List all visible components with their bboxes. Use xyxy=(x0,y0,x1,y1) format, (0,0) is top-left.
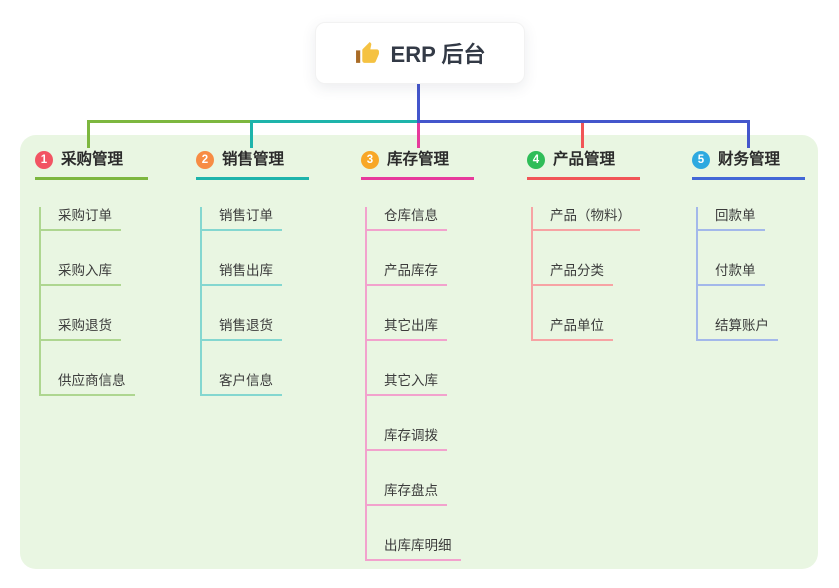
branch-column-1: 1 采购管理采购订单采购入库采购退货供应商信息 xyxy=(35,148,205,396)
child-node[interactable]: 产品单位 xyxy=(533,317,613,341)
branch-label: 财务管理 xyxy=(718,151,781,168)
branch-header[interactable]: 2 销售管理 xyxy=(196,148,309,180)
branch-label: 产品管理 xyxy=(553,151,616,168)
branch-label: 销售管理 xyxy=(222,151,285,168)
branch-number-badge: 3 xyxy=(361,151,379,169)
branch-number-badge: 1 xyxy=(35,151,53,169)
child-node[interactable]: 客户信息 xyxy=(202,372,282,396)
root-label: ERP 后台 xyxy=(390,42,486,67)
child-node[interactable]: 其它入库 xyxy=(367,372,447,396)
branch-drop-line xyxy=(747,120,750,148)
branch-children: 回款单付款单结算账户 xyxy=(696,207,839,341)
child-node[interactable]: 采购退货 xyxy=(41,317,121,341)
child-node[interactable]: 产品分类 xyxy=(533,262,613,286)
branch-children: 销售订单销售出库销售退货客户信息 xyxy=(200,207,366,396)
branch-horizontal-line xyxy=(417,120,750,123)
branch-label: 采购管理 xyxy=(61,151,124,168)
branch-column-5: 5 财务管理回款单付款单结算账户 xyxy=(692,148,839,341)
mindmap-panel xyxy=(20,135,818,569)
branch-drop-line xyxy=(581,123,584,148)
branch-horizontal-line xyxy=(252,120,417,123)
branch-header[interactable]: 1 采购管理 xyxy=(35,148,148,180)
thumbs-up-icon xyxy=(355,41,380,66)
child-node[interactable]: 出库库明细 xyxy=(367,537,461,561)
child-node[interactable]: 供应商信息 xyxy=(41,372,135,396)
child-node[interactable]: 回款单 xyxy=(698,207,765,231)
child-node[interactable]: 仓库信息 xyxy=(367,207,447,231)
branch-number-badge: 4 xyxy=(527,151,545,169)
branch-header[interactable]: 3 库存管理 xyxy=(361,148,474,180)
child-node[interactable]: 采购入库 xyxy=(41,262,121,286)
branch-column-3: 3 库存管理仓库信息产品库存其它出库其它入库库存调拨库存盘点出库库明细 xyxy=(361,148,531,561)
branch-column-2: 2 销售管理销售订单销售出库销售退货客户信息 xyxy=(196,148,366,396)
child-node[interactable]: 库存调拨 xyxy=(367,427,447,451)
branch-column-4: 4 产品管理产品（物料） 产品分类产品单位 xyxy=(527,148,697,341)
branch-number-badge: 5 xyxy=(692,151,710,169)
branch-label: 库存管理 xyxy=(387,151,450,168)
branch-number-badge: 2 xyxy=(196,151,214,169)
child-node[interactable]: 产品库存 xyxy=(367,262,447,286)
branch-drop-line xyxy=(87,120,90,148)
child-node[interactable]: 产品（物料） xyxy=(533,207,640,231)
root-node[interactable]: ERP 后台 xyxy=(315,22,525,84)
child-node[interactable]: 付款单 xyxy=(698,262,765,286)
branch-horizontal-line xyxy=(87,120,252,123)
child-node[interactable]: 结算账户 xyxy=(698,317,778,341)
root-stem-line xyxy=(417,82,420,120)
child-node[interactable]: 库存盘点 xyxy=(367,482,447,506)
child-node[interactable]: 销售退货 xyxy=(202,317,282,341)
child-node[interactable]: 销售出库 xyxy=(202,262,282,286)
branch-children: 产品（物料） 产品分类产品单位 xyxy=(531,207,697,341)
branch-drop-line xyxy=(417,123,420,148)
branch-children: 仓库信息产品库存其它出库其它入库库存调拨库存盘点出库库明细 xyxy=(365,207,531,561)
branch-header[interactable]: 5 财务管理 xyxy=(692,148,805,180)
branch-header[interactable]: 4 产品管理 xyxy=(527,148,640,180)
child-node[interactable]: 销售订单 xyxy=(202,207,282,231)
child-node[interactable]: 其它出库 xyxy=(367,317,447,341)
branch-children: 采购订单采购入库采购退货供应商信息 xyxy=(39,207,205,396)
child-node[interactable]: 采购订单 xyxy=(41,207,121,231)
branch-drop-line xyxy=(250,120,253,148)
